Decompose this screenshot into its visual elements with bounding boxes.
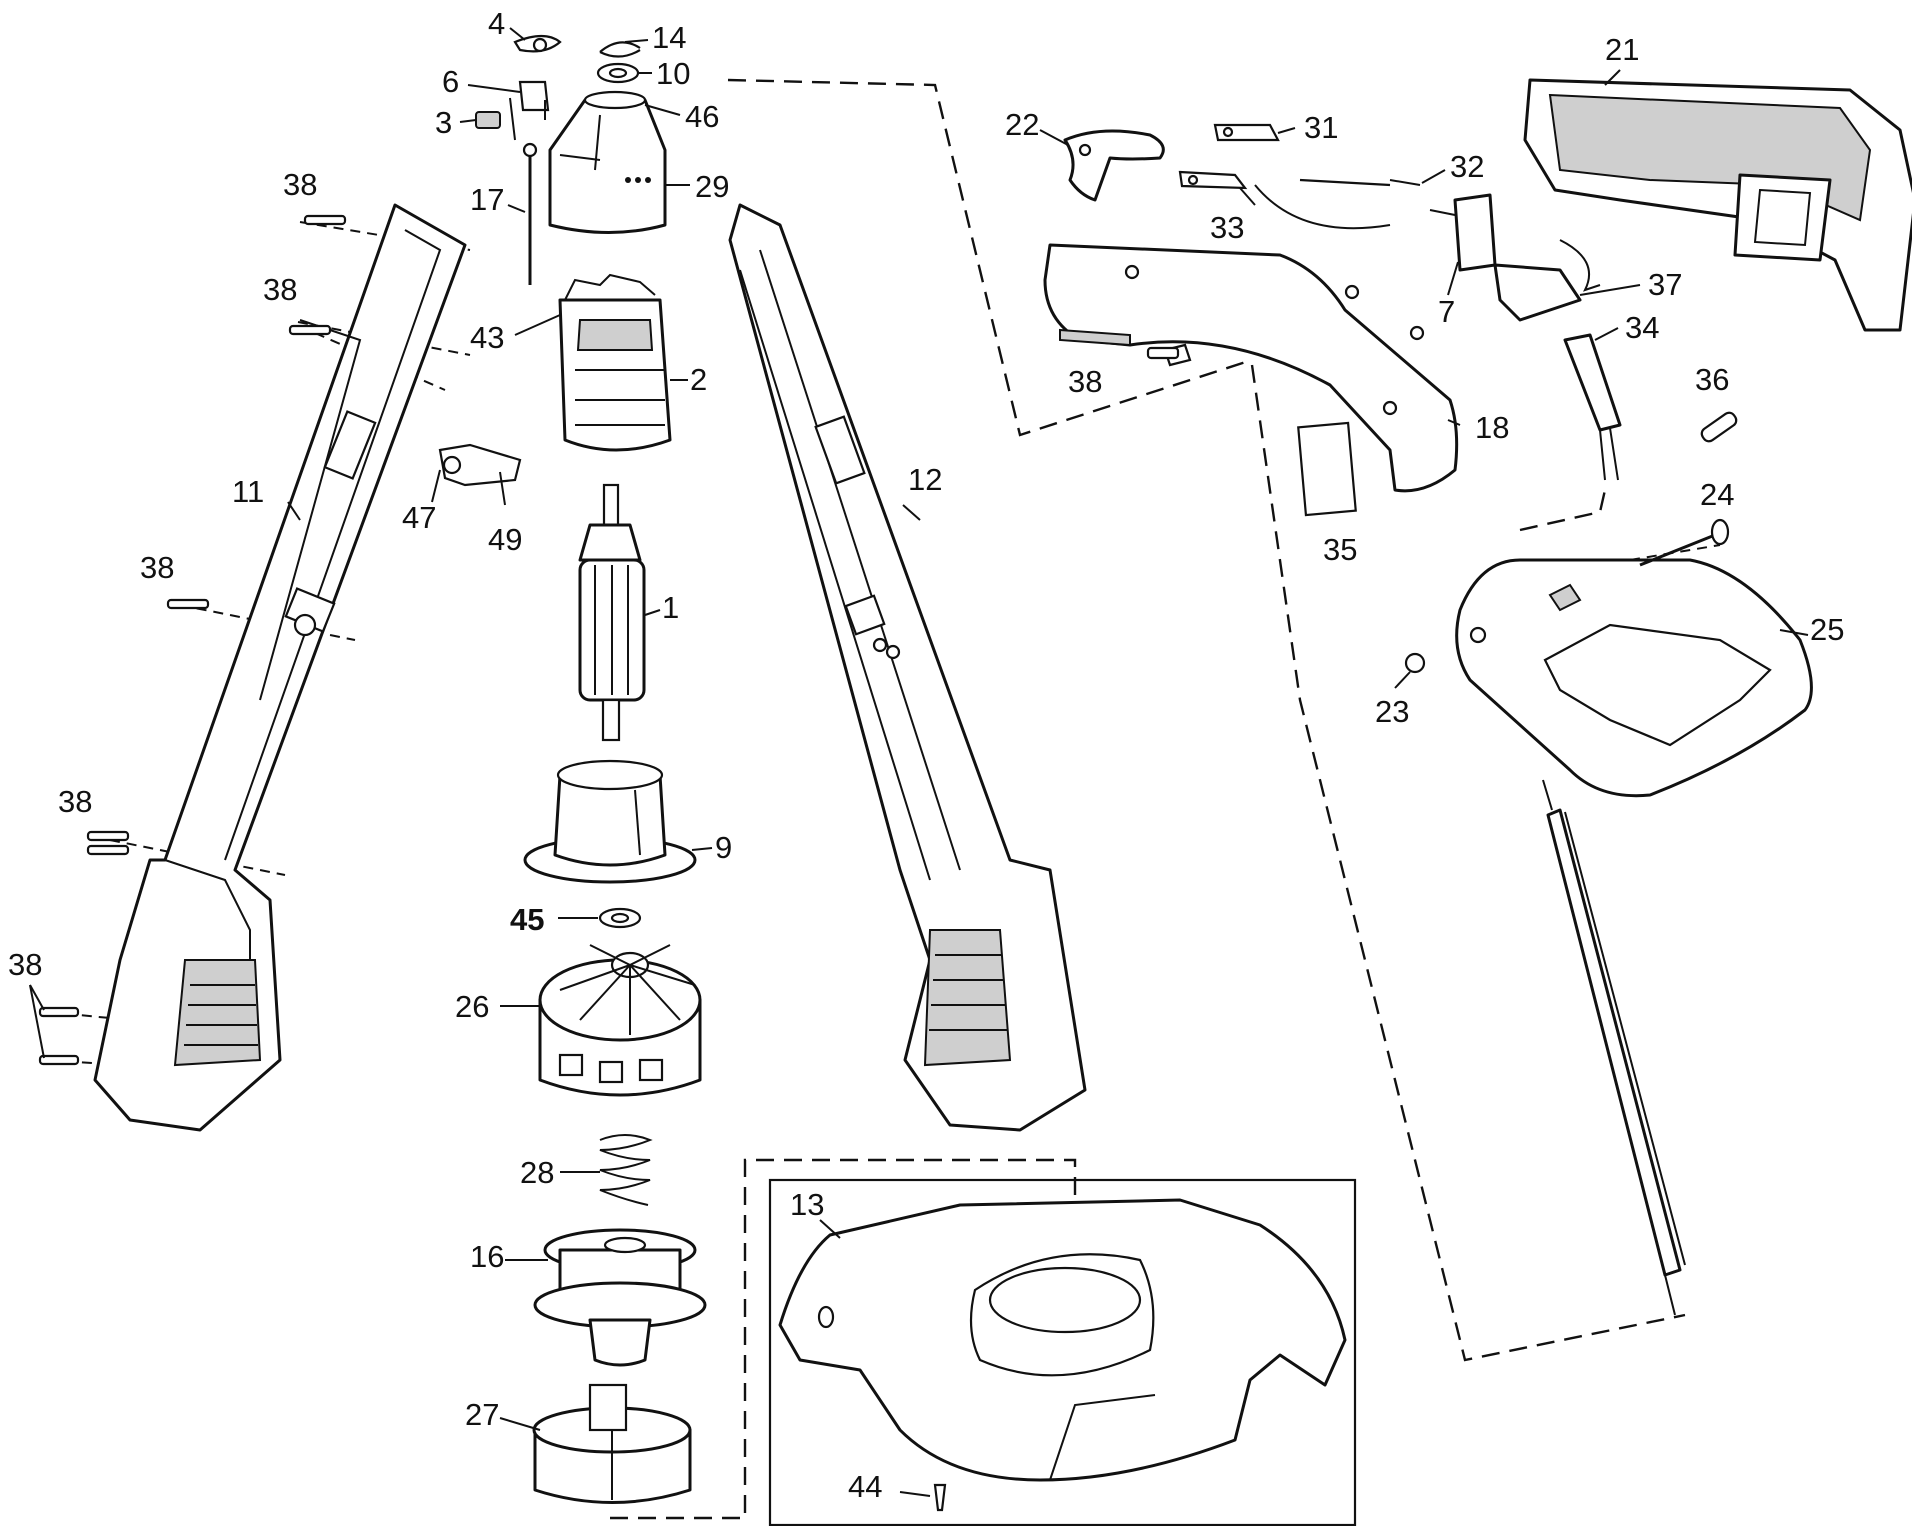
callout-28: 28 <box>520 1155 554 1190</box>
retaining-ring-part-14 <box>599 41 641 58</box>
right-housing-half <box>728 203 1087 1132</box>
cord-clamp-part-37 <box>1493 239 1601 322</box>
callout-23: 23 <box>1375 694 1409 729</box>
switch-bracket-part-47 <box>438 443 522 487</box>
callout-7: 7 <box>1438 294 1455 329</box>
cord-protector-part-34 <box>1563 333 1622 481</box>
callout-38-b: 38 <box>263 272 297 307</box>
terminal-part-31 <box>1213 123 1280 142</box>
trigger-part-22 <box>1063 129 1165 202</box>
callout-32: 32 <box>1450 149 1484 184</box>
hub-part-27 <box>532 1383 692 1504</box>
fan-part-26 <box>538 944 702 1097</box>
rear-handle-part-25 <box>1455 558 1813 798</box>
callout-26: 26 <box>455 989 489 1024</box>
handle-part-18 <box>1043 243 1459 493</box>
armature-part-1 <box>578 483 646 742</box>
callout-38-c: 38 <box>140 550 174 585</box>
callout-16: 16 <box>470 1239 504 1274</box>
callout-9: 9 <box>715 830 732 865</box>
callout-36: 36 <box>1695 362 1729 397</box>
callout-38-f: 38 <box>1068 364 1102 399</box>
extension-tube <box>1542 779 1686 1316</box>
bolt-part-24 <box>1639 518 1730 567</box>
callout-45: 45 <box>510 902 544 937</box>
callout-27: 27 <box>465 1397 499 1432</box>
callout-49: 49 <box>488 522 522 557</box>
label-part-35 <box>1297 421 1357 517</box>
callout-leaders <box>29 27 1809 1497</box>
callout-44: 44 <box>848 1469 882 1504</box>
switch-part-7 <box>1429 193 1497 272</box>
guard-part-13 <box>778 1198 1347 1482</box>
callout-18: 18 <box>1475 410 1509 445</box>
callout-12: 12 <box>908 462 942 497</box>
handle-half-part-21 <box>1523 78 1912 332</box>
callout-labels: 4 14 10 6 3 46 29 17 43 2 1 9 45 26 28 1… <box>8 6 1844 1504</box>
brush-part-3 <box>475 111 501 129</box>
callout-11: 11 <box>232 474 264 509</box>
callout-38-d: 38 <box>58 784 92 819</box>
callout-31: 31 <box>1304 110 1338 145</box>
end-cap-part-29 <box>548 90 667 234</box>
callout-13: 13 <box>790 1187 824 1222</box>
callout-35: 35 <box>1323 532 1357 567</box>
brush-holder-part-6 <box>509 80 550 141</box>
callout-24: 24 <box>1700 477 1734 512</box>
callout-46: 46 <box>685 99 719 134</box>
callout-37: 37 <box>1648 267 1682 302</box>
callout-25: 25 <box>1810 612 1844 647</box>
callout-38-a: 38 <box>283 167 317 202</box>
callout-33: 33 <box>1210 210 1244 245</box>
callout-43: 43 <box>470 320 504 355</box>
guard-frame <box>768 1178 1357 1526</box>
pin-part-36 <box>1700 411 1738 443</box>
screw-part-44 <box>933 1483 947 1512</box>
callout-2: 2 <box>690 362 707 397</box>
field-assembly-part-2 <box>558 273 672 452</box>
callout-3: 3 <box>435 105 452 140</box>
callout-22: 22 <box>1005 107 1039 142</box>
left-housing-half <box>93 203 467 1132</box>
baffle-part-9 <box>523 759 697 884</box>
callout-21: 21 <box>1605 32 1639 67</box>
washer-part-10 <box>596 62 640 84</box>
spring-part-28 <box>599 1134 653 1206</box>
bolt-part-17 <box>522 142 538 285</box>
clip-part-4 <box>513 34 562 53</box>
callout-47: 47 <box>402 500 436 535</box>
nut-part-23 <box>1404 652 1426 674</box>
terminal-part-33 <box>1178 170 1248 190</box>
wire-leads <box>1254 178 1421 230</box>
screws-part-38 <box>38 214 1180 1066</box>
callout-4: 4 <box>488 6 505 41</box>
callout-29: 29 <box>695 169 729 204</box>
callout-6: 6 <box>442 64 459 99</box>
callout-10: 10 <box>656 56 690 91</box>
callout-34: 34 <box>1625 310 1659 345</box>
callout-38-e: 38 <box>8 947 42 982</box>
callout-14: 14 <box>652 20 686 55</box>
spool-part-16 <box>533 1228 707 1367</box>
washer-part-45 <box>598 907 642 929</box>
callout-17: 17 <box>470 182 504 217</box>
callout-1: 1 <box>662 590 679 625</box>
